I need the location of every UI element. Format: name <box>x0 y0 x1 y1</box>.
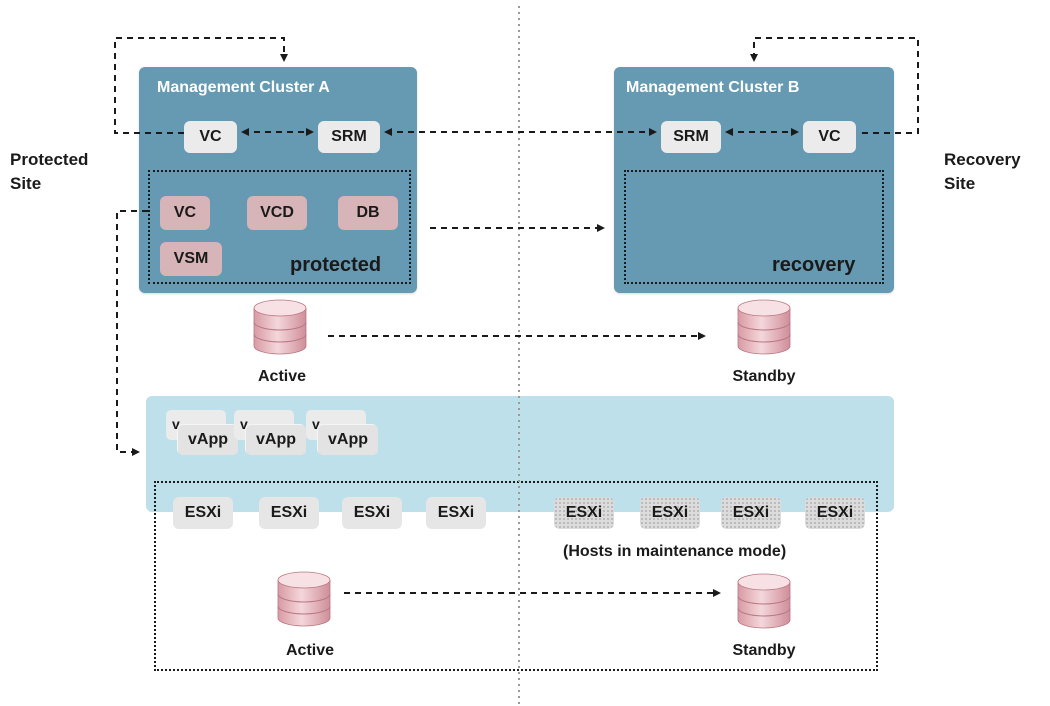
protected-zone <box>148 170 411 284</box>
recovery-zone-label: recovery <box>772 254 856 276</box>
esxi-maintenance-host-4[interactable]: ESXi <box>805 497 865 529</box>
esxi-maintenance-host-1[interactable]: ESXi <box>554 497 614 529</box>
cluster-a-title: Management Cluster A <box>157 79 330 96</box>
vapp-2[interactable]: vApp <box>246 425 306 455</box>
cluster-b-title: Management Cluster B <box>626 79 800 96</box>
cluster-b-vc[interactable]: VC <box>803 121 856 153</box>
bottom-active-label: Active <box>285 642 335 659</box>
protected-db[interactable]: DB <box>338 196 398 230</box>
protected-vcd[interactable]: VCD <box>247 196 307 230</box>
protected-vsm[interactable]: VSM <box>160 242 222 276</box>
host-cluster-zone <box>154 481 878 671</box>
esxi-host-3[interactable]: ESXi <box>342 497 402 529</box>
cluster-b-srm[interactable]: SRM <box>661 121 721 153</box>
protected-vc[interactable]: VC <box>160 196 210 230</box>
protected-site-label: Protected Site <box>10 150 89 193</box>
esxi-host-4[interactable]: ESXi <box>426 497 486 529</box>
vapp-1[interactable]: vApp <box>178 425 238 455</box>
bottom-standby-label: Standby <box>732 642 796 659</box>
cluster-a-srm[interactable]: SRM <box>318 121 380 153</box>
esxi-host-1[interactable]: ESXi <box>173 497 233 529</box>
top-active-database-icon <box>253 299 307 355</box>
esxi-host-2[interactable]: ESXi <box>259 497 319 529</box>
esxi-maintenance-host-2[interactable]: ESXi <box>640 497 700 529</box>
top-standby-database-icon <box>737 299 791 355</box>
protected-zone-label: protected <box>290 254 382 276</box>
esxi-maintenance-host-3[interactable]: ESXi <box>721 497 781 529</box>
top-standby-label: Standby <box>732 368 796 385</box>
maintenance-mode-note: (Hosts in maintenance mode) <box>563 543 787 560</box>
top-active-label: Active <box>257 368 307 385</box>
recovery-zone <box>624 170 884 284</box>
recovery-site-label: Recovery Site <box>944 150 1021 193</box>
vapp-3[interactable]: vApp <box>318 425 378 455</box>
cluster-a-vc[interactable]: VC <box>184 121 237 153</box>
